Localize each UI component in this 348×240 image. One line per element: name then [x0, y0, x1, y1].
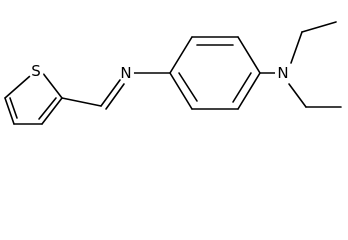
sulfur-atom: S [28, 62, 44, 80]
bond-ch-n-double-b [105, 83, 125, 110]
bond-ar1-ar2 [169, 36, 193, 74]
bond-n-ethyl1-ch2 [290, 31, 303, 64]
bond-ar6-ar1-inner [178, 72, 198, 102]
imine-nitrogen-atom: N [118, 64, 134, 82]
amine-nitrogen-label: N [277, 64, 288, 82]
bond-c4-c5 [4, 97, 15, 125]
bond-ar3-ar4 [237, 36, 261, 74]
imine-linker [61, 72, 171, 110]
bond-ar4-ar5-inner [232, 72, 252, 103]
bond-ar4-ar5 [237, 72, 261, 110]
bond-c4-c5-inner [9, 97, 18, 119]
bond-c3-c3-inner [38, 97, 57, 120]
diethylamino-group [259, 21, 342, 108]
benzene-ring [169, 36, 261, 110]
thiophene-ring [4, 71, 63, 125]
bond-c2-c3 [41, 97, 63, 125]
bond-ar6-ar1 [169, 72, 193, 110]
sulfur-label: S [31, 62, 41, 80]
bond-c5-s [4, 75, 31, 99]
bond-ch-n-double-a [100, 79, 121, 107]
bond-s-c2 [41, 71, 63, 99]
bond-n-ethyl2-ch2 [288, 83, 307, 108]
bond-ethyl1-ch3 [301, 21, 337, 33]
amine-nitrogen-atom: N [275, 64, 291, 82]
bond-c2-ch [61, 97, 102, 107]
molecule-structure: S N N [4, 21, 342, 125]
imine-nitrogen-label: N [120, 64, 131, 82]
